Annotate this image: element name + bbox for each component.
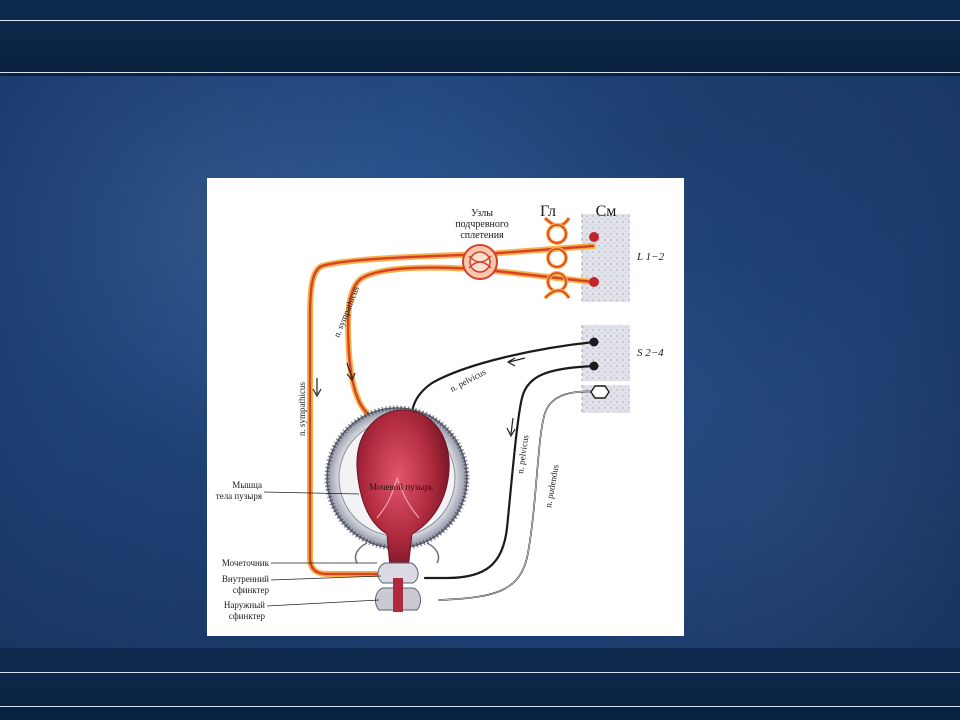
plexus-label-line-1: Узлы bbox=[471, 208, 493, 219]
bladder-label: Мочевой пузырь bbox=[369, 482, 433, 492]
leader-muscle bbox=[263, 491, 360, 495]
label-ganglia: Гл bbox=[540, 203, 556, 220]
side-label-ureter: Мочеточник bbox=[222, 558, 270, 568]
side-label-internal-sphincter-2: сфинктер bbox=[233, 585, 270, 595]
plexus-label-line-2: подчревного bbox=[455, 219, 509, 230]
leader-external-sphincter bbox=[266, 599, 380, 607]
sacral-origin-upper bbox=[589, 337, 599, 347]
pudendal-origin-marker bbox=[590, 385, 610, 399]
top-rule-2 bbox=[0, 72, 960, 73]
arrow-pelvicus-lower bbox=[506, 417, 516, 438]
top-band bbox=[0, 0, 960, 76]
diagram-svg: Гл См Узлы подчревного сплетения L 1−2 S… bbox=[216, 203, 665, 621]
plexus-label-line-3: сплетения bbox=[460, 230, 504, 241]
arrow-sympathicus-inner bbox=[346, 362, 356, 382]
bladder bbox=[324, 405, 470, 612]
sympathetic-ganglia-column bbox=[543, 216, 571, 300]
sacral-origin-lower bbox=[589, 361, 599, 371]
segment-sacral: S 2−4 bbox=[637, 347, 664, 359]
leader-internal-sphincter bbox=[270, 575, 382, 581]
nerve-label-pelvicus-upper: n. pelvicus bbox=[448, 366, 488, 393]
bottom-rule-2 bbox=[0, 706, 960, 707]
side-label-muscle-2: тела пузыря bbox=[216, 491, 262, 501]
nerve-label-pelvicus-lower: n. pelvicus bbox=[515, 434, 530, 474]
spinal-segment-lumbar bbox=[582, 214, 630, 302]
arrow-sympathicus-outer bbox=[312, 378, 322, 398]
segment-lumbar: L 1−2 bbox=[636, 251, 665, 263]
bottom-band bbox=[0, 648, 960, 720]
side-label-external-sphincter-2: сфинктер bbox=[229, 611, 266, 621]
pelvic-nerves bbox=[410, 340, 604, 601]
sympathetic-nerves bbox=[307, 243, 596, 583]
side-label-muscle-1: Мышца bbox=[232, 480, 262, 490]
hypogastric-plexus-ganglion bbox=[462, 244, 498, 280]
side-label-external-sphincter-1: Наружный bbox=[224, 600, 265, 610]
spinal-segment-sacral bbox=[582, 325, 630, 381]
lumbar-origin-upper bbox=[589, 232, 599, 242]
nerve-label-sympathicus-outer: n. sympathicus bbox=[297, 382, 307, 436]
top-rule-1 bbox=[0, 20, 960, 21]
nerve-label-pudendus: n. pudendus bbox=[543, 463, 560, 508]
side-label-internal-sphincter-1: Внутренний bbox=[222, 574, 269, 584]
bottom-rule-1 bbox=[0, 672, 960, 673]
lumbar-origin-lower bbox=[589, 277, 599, 287]
bladder-innervation-diagram: Гл См Узлы подчревного сплетения L 1−2 S… bbox=[207, 178, 684, 636]
arrow-pelvicus-upper bbox=[506, 357, 526, 367]
label-spinal-cord: См bbox=[596, 203, 617, 220]
